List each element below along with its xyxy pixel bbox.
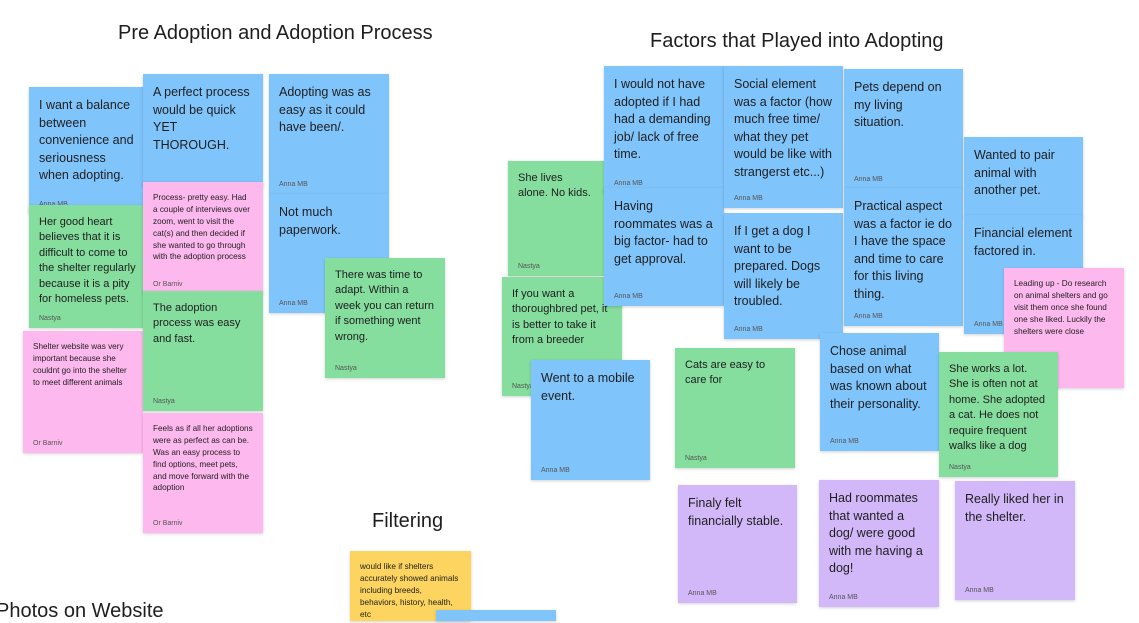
heading-factors: Factors that Played into Adopting xyxy=(650,30,944,52)
note-text: Went to a mobile event. xyxy=(541,371,635,403)
note-text: Finaly felt financially stable. xyxy=(688,496,784,528)
sticky-note[interactable]: I would not have adopted if I had had a … xyxy=(604,66,724,193)
sticky-note[interactable]: Feels as if all her adoptions were as pe… xyxy=(143,413,263,533)
note-text: Social element was a factor (how much fr… xyxy=(734,77,832,179)
note-author: Anna MB xyxy=(734,326,763,333)
sticky-note[interactable]: If I get a dog I want to be prepared. Do… xyxy=(724,213,843,339)
sticky-note[interactable]: I want a balance between convenience and… xyxy=(29,87,149,214)
sticky-note[interactable]: Practical aspect was a factor ie do I ha… xyxy=(844,188,963,326)
sticky-note[interactable]: Finaly felt financially stable. Anna MB xyxy=(678,485,797,603)
sticky-note[interactable] xyxy=(436,610,556,621)
note-text: Adopting was as easy as it could have be… xyxy=(279,85,371,134)
note-author: Anna MB xyxy=(974,321,1003,328)
note-text: There was time to adapt. Within a week y… xyxy=(335,269,435,343)
note-text: She works a lot. She is often not at hom… xyxy=(949,363,1046,452)
sticky-note[interactable]: She lives alone. No kids. Nastya xyxy=(508,161,604,276)
note-text: Chose animal based on what was known abo… xyxy=(830,344,927,411)
note-text: If I get a dog I want to be prepared. Do… xyxy=(734,224,821,308)
note-author: Nastya xyxy=(39,315,61,322)
note-author: Anna MB xyxy=(734,195,763,202)
note-author: Nastya xyxy=(512,383,534,390)
heading-photos-on-website: Photos on Website xyxy=(0,600,164,622)
note-text: Leading up - Do research on animal shelt… xyxy=(1014,279,1108,336)
note-author: Nastya xyxy=(518,263,540,270)
note-text: I want a balance between convenience and… xyxy=(39,98,134,182)
sticky-note[interactable]: Adopting was as easy as it could have be… xyxy=(269,74,389,194)
note-text: I would not have adopted if I had had a … xyxy=(614,77,711,161)
note-text: Having roommates was a big factor- had t… xyxy=(614,199,713,266)
note-author: Nastya xyxy=(685,455,707,462)
note-text: Practical aspect was a factor ie do I ha… xyxy=(854,199,952,301)
note-author: Anna MB xyxy=(965,587,994,594)
note-text: Really liked her in the shelter. xyxy=(965,492,1064,524)
sticky-note[interactable]: Pets depend on my living situation. Anna… xyxy=(844,69,963,189)
note-author: Or Barniv xyxy=(33,440,63,447)
note-author: Nastya xyxy=(335,365,357,372)
sticky-note[interactable]: Her good heart believes that it is diffi… xyxy=(29,205,147,328)
sticky-note[interactable]: She works a lot. She is often not at hom… xyxy=(939,352,1058,477)
note-text: Her good heart believes that it is diffi… xyxy=(39,216,136,305)
note-text: Process- pretty easy. Had a couple of in… xyxy=(153,193,250,262)
note-text: A perfect process would be quick YET THO… xyxy=(153,85,250,152)
sticky-note[interactable]: Wanted to pair animal with another pet. xyxy=(964,137,1083,217)
note-text: would like if shelters accurately showed… xyxy=(360,562,459,619)
note-text: Feels as if all her adoptions were as pe… xyxy=(153,424,253,493)
note-author: Or Barniv xyxy=(153,281,183,288)
heading-filtering: Filtering xyxy=(372,510,444,532)
sticky-note[interactable]: Chose animal based on what was known abo… xyxy=(820,333,939,451)
note-author: Anna MB xyxy=(830,438,859,445)
note-text: Financial element factored in. xyxy=(974,226,1072,258)
note-text: Shelter website was very important becau… xyxy=(33,342,127,387)
note-author: Anna MB xyxy=(688,590,717,597)
note-text: The adoption process was easy and fast. xyxy=(153,302,241,345)
sticky-note[interactable]: There was time to adapt. Within a week y… xyxy=(325,258,445,378)
note-author: Anna MB xyxy=(614,180,643,187)
sticky-note[interactable]: A perfect process would be quick YET THO… xyxy=(143,74,263,186)
note-text: She lives alone. No kids. xyxy=(518,172,591,200)
note-author: Anna MB xyxy=(614,293,643,300)
note-author: Or Barniv xyxy=(153,520,183,527)
note-author: Anna MB xyxy=(541,467,570,474)
note-text: Cats are easy to care for xyxy=(685,359,766,387)
sticky-note[interactable]: The adoption process was easy and fast. … xyxy=(143,291,263,411)
note-text: Pets depend on my living situation. xyxy=(854,80,942,129)
note-text: Had roommates that wanted a dog/ were go… xyxy=(829,491,923,575)
sticky-note[interactable]: Shelter website was very important becau… xyxy=(23,331,143,453)
sticky-note[interactable]: would like if shelters accurately showed… xyxy=(350,551,471,621)
note-text: Not much paperwork. xyxy=(279,205,341,237)
note-author: Anna MB xyxy=(279,300,308,307)
note-author: Nastya xyxy=(949,464,971,471)
note-author: Nastya xyxy=(153,398,175,405)
sticky-note[interactable]: Went to a mobile event. Anna MB xyxy=(531,360,650,480)
sticky-note[interactable]: Having roommates was a big factor- had t… xyxy=(604,188,724,306)
note-text: If you want a thoroughbred pet, it is be… xyxy=(512,288,608,347)
note-author: Anna MB xyxy=(854,176,883,183)
sticky-note[interactable]: Cats are easy to care for Nastya xyxy=(675,348,795,468)
note-author: Anna MB xyxy=(854,313,883,320)
note-author: Anna MB xyxy=(39,201,68,208)
note-author: Anna MB xyxy=(829,594,858,601)
sticky-note[interactable]: Had roommates that wanted a dog/ were go… xyxy=(819,480,939,607)
note-author: Anna MB xyxy=(279,181,308,188)
note-text: Wanted to pair animal with another pet. xyxy=(974,148,1055,197)
heading-pre-adoption: Pre Adoption and Adoption Process xyxy=(118,22,433,44)
sticky-note[interactable]: Really liked her in the shelter. Anna MB xyxy=(955,481,1075,600)
sticky-note[interactable]: Social element was a factor (how much fr… xyxy=(724,66,843,208)
sticky-note[interactable]: Process- pretty easy. Had a couple of in… xyxy=(143,182,263,294)
